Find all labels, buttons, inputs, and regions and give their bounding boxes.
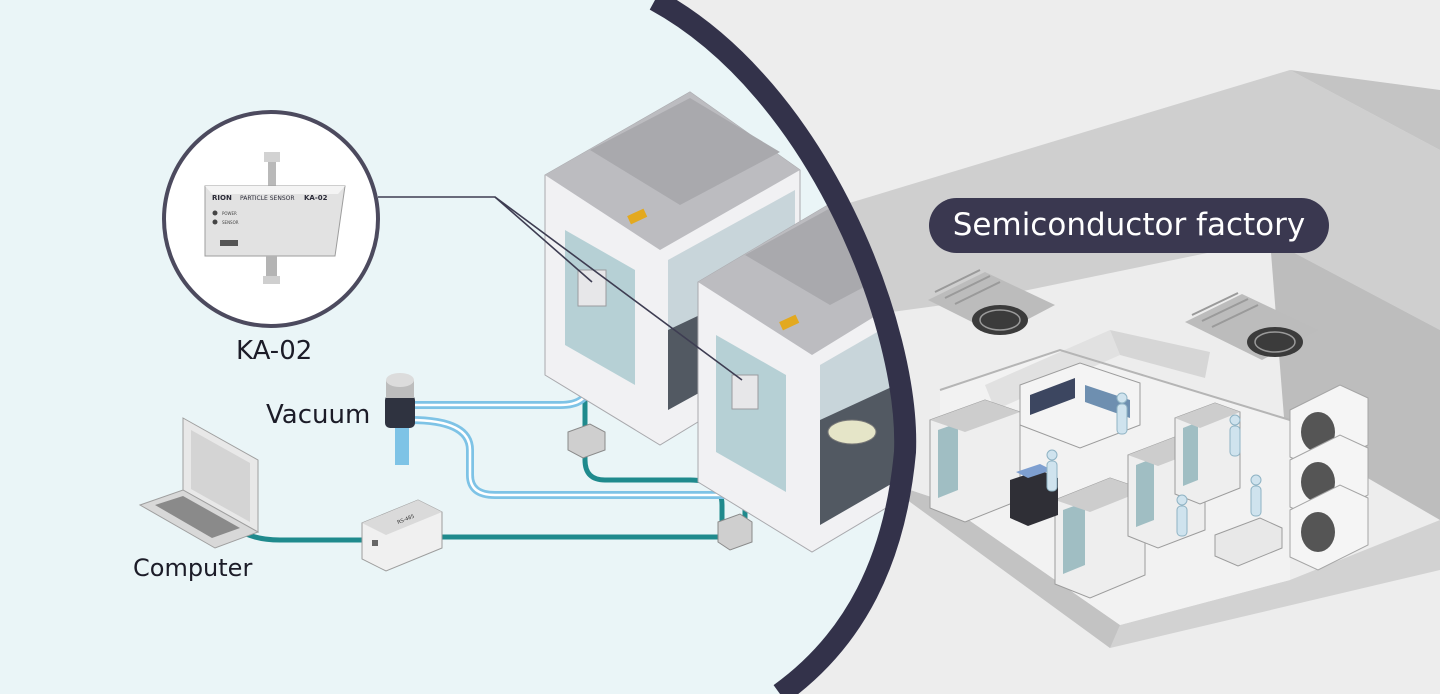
roof-vent-left <box>928 269 1055 335</box>
factory-equipment <box>929 362 1369 599</box>
ka02-sensor-device: RION PARTICLE SENSOR KA-02 POWER SENSOR <box>204 152 346 284</box>
callout-lines <box>378 196 743 381</box>
wafer-chuck <box>827 419 877 445</box>
worker-5 <box>1250 474 1262 517</box>
vacuum-label: Vacuum <box>266 400 371 430</box>
sensor-connector <box>220 240 238 246</box>
converter-box: RS-485 <box>361 499 443 572</box>
worker-2 <box>1046 449 1058 492</box>
zoom-border <box>649 0 917 694</box>
factory-workers <box>1046 392 1262 537</box>
sensor-brand-text: RION <box>212 194 232 202</box>
factory-cart <box>1010 464 1058 526</box>
sensor-sensor-text: SENSOR <box>222 220 239 225</box>
factory-tool-1 <box>929 399 1021 523</box>
warning-sticker-2 <box>779 314 800 331</box>
sensor-led <box>212 219 218 225</box>
sensor-power-text: POWER <box>222 211 237 216</box>
roof-vents <box>928 269 1318 360</box>
sensor-model-label: KA-02 <box>236 336 313 366</box>
roof-vent-right <box>1185 292 1318 360</box>
process-equipment-2 <box>697 194 906 553</box>
factory-bench <box>1214 517 1283 567</box>
junction-box-1 <box>567 423 606 459</box>
worker-1 <box>1116 392 1128 435</box>
factory-label: Semiconductor factory <box>929 198 1329 253</box>
sensor-model-text: KA-02 <box>304 194 328 202</box>
sensor-mount-2 <box>731 374 759 410</box>
ac-unit-bottom <box>1289 484 1369 571</box>
zoom-detail: RS-485 <box>138 0 917 694</box>
factory-tool-4 <box>1174 402 1241 505</box>
junction-box-2 <box>717 513 753 551</box>
factory-tool-2 <box>1054 477 1146 599</box>
computer-label: Computer <box>133 554 253 582</box>
factory-wafer-machine <box>1019 362 1141 449</box>
power-led <box>212 210 218 216</box>
vacuum-pump <box>385 373 415 465</box>
worker-4 <box>1229 414 1241 457</box>
worker-3 <box>1176 494 1188 537</box>
sensor-product-text: PARTICLE SENSOR <box>240 195 295 202</box>
warning-sticker-1 <box>627 208 648 225</box>
sensor-closeup: RION PARTICLE SENSOR KA-02 POWER SENSOR <box>162 110 380 328</box>
laptop-computer <box>138 417 260 549</box>
ac-units <box>1289 384 1369 571</box>
